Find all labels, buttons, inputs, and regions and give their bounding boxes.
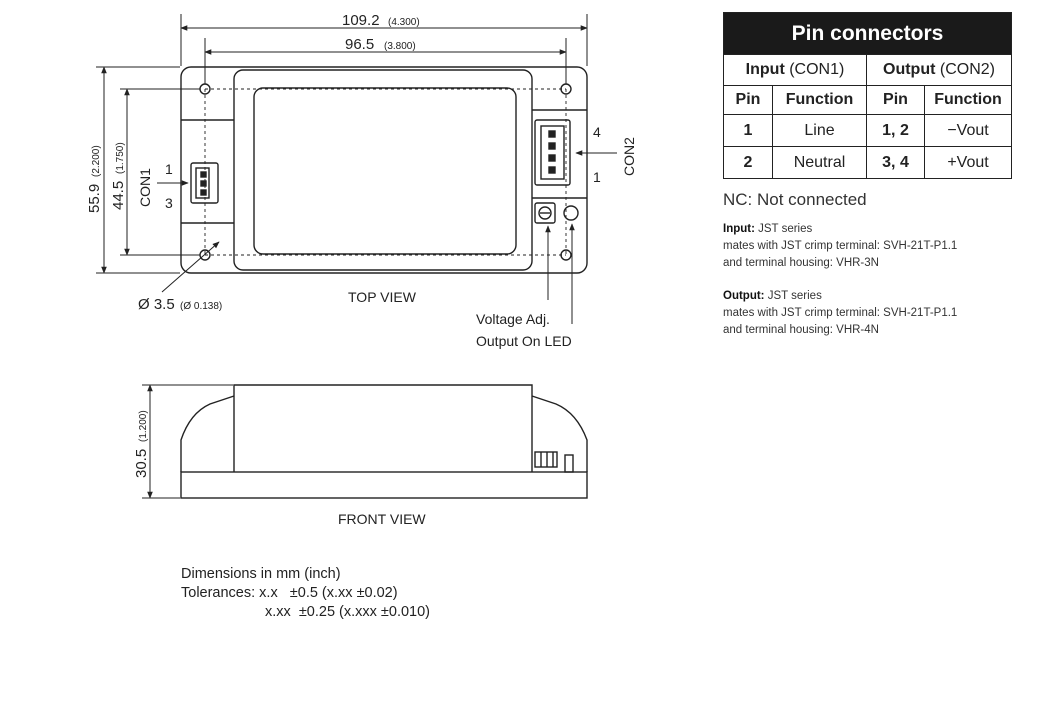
dim-hole-width-mm: 96.5: [345, 36, 374, 53]
dim-hole-height-in: (1.750): [115, 142, 126, 174]
voltage-adj-pot: [534, 202, 556, 224]
top-view-label: TOP VIEW: [348, 289, 417, 305]
output-note-line: mates with JST crimp terminal: SVH-21T-P…: [723, 307, 958, 319]
table-cell: Neutral: [772, 146, 867, 179]
dim-overall-width-in: (4.300): [388, 17, 420, 28]
dim-overall-height-mm: 55.9: [86, 184, 103, 213]
input-connector-note: Input: JST series mates with JST crimp t…: [723, 221, 957, 272]
front-view-base: [180, 471, 588, 499]
table-cell: 2: [723, 146, 773, 179]
front-dim-height-mm: 30.5: [133, 449, 150, 478]
column-header: Pin: [723, 85, 773, 115]
output-note-line: and terminal housing: VHR-4N: [723, 324, 879, 336]
top-view-label-area: [253, 87, 517, 255]
input-note-series: JST series: [754, 223, 813, 235]
front-dim-height-in: (1.200): [138, 410, 149, 442]
dimensions-note: Dimensions in mm (inch) Tolerances: x.x …: [181, 565, 430, 622]
front-view: [180, 384, 588, 499]
mounting-hole-bottom-right: [560, 249, 572, 261]
input-note-line: mates with JST crimp terminal: SVH-21T-P…: [723, 240, 958, 252]
tolerance-line: Tolerances: x.x ±0.5 (x.xx ±0.02): [181, 585, 398, 601]
pin-connectors-table: Pin connectors Input (CON1) Output (CON2…: [723, 12, 1012, 179]
con1-label: CON1: [137, 168, 153, 207]
output-connector-note: Output: JST series mates with JST crimp …: [723, 288, 957, 339]
column-header: Function: [772, 85, 867, 115]
input-note-line: and terminal housing: VHR-3N: [723, 257, 879, 269]
output-led-label: Output On LED: [476, 333, 572, 349]
nc-note: NC: Not connected: [723, 190, 867, 209]
dim-overall-height-in: (2.200): [91, 145, 102, 177]
dimensions-units: Dimensions in mm (inch): [181, 566, 341, 582]
table-title: Pin connectors: [723, 12, 1012, 55]
column-header: Function: [924, 85, 1012, 115]
column-header: Pin: [866, 85, 925, 115]
table-row: 1 Line 1, 2 −Vout: [723, 114, 1012, 147]
con1-pin-top: 1: [165, 161, 173, 177]
table-row: 2 Neutral 3, 4 +Vout: [723, 146, 1012, 179]
con1-connector: [190, 162, 219, 204]
dim-hole-width-in: (3.800): [384, 41, 416, 52]
dim-overall-width-mm: 109.2: [342, 12, 380, 29]
voltage-adj-label: Voltage Adj.: [476, 311, 550, 327]
con1-pin-bottom: 3: [165, 195, 173, 211]
front-view-dimensions: [142, 384, 233, 499]
top-view-body: [180, 66, 588, 274]
front-view-label: FRONT VIEW: [338, 511, 426, 527]
table-cell: 1, 2: [866, 114, 925, 147]
con2-connector: [534, 119, 571, 186]
hole-diameter-mm: Ø 3.5: [138, 296, 175, 313]
input-note-title: Input:: [723, 223, 755, 235]
top-view-cover: [233, 69, 533, 271]
output-con-header: Output (CON2): [866, 54, 1012, 86]
top-view: [180, 66, 588, 274]
output-note-title: Output:: [723, 290, 765, 302]
front-view-connector: [534, 451, 558, 468]
table-cell: +Vout: [924, 146, 1012, 179]
con2-label: CON2: [621, 137, 637, 176]
front-view-led: [564, 454, 574, 473]
hole-diameter-in: (Ø 0.138): [180, 301, 222, 312]
con2-pin-bottom: 1: [593, 169, 601, 185]
dim-hole-height-mm: 44.5: [110, 181, 127, 210]
con2-pin-top: 4: [593, 124, 601, 140]
table-cell: −Vout: [924, 114, 1012, 147]
table-cell: Line: [772, 114, 867, 147]
table-cell: 3, 4: [866, 146, 925, 179]
output-led: [563, 205, 579, 221]
output-note-series: JST series: [764, 290, 822, 302]
top-view-dimensions: [96, 14, 617, 324]
input-con-header: Input (CON1): [723, 54, 867, 86]
table-cell: 1: [723, 114, 773, 147]
tolerance-line: x.xx ±0.25 (x.xxx ±0.010): [265, 604, 431, 620]
